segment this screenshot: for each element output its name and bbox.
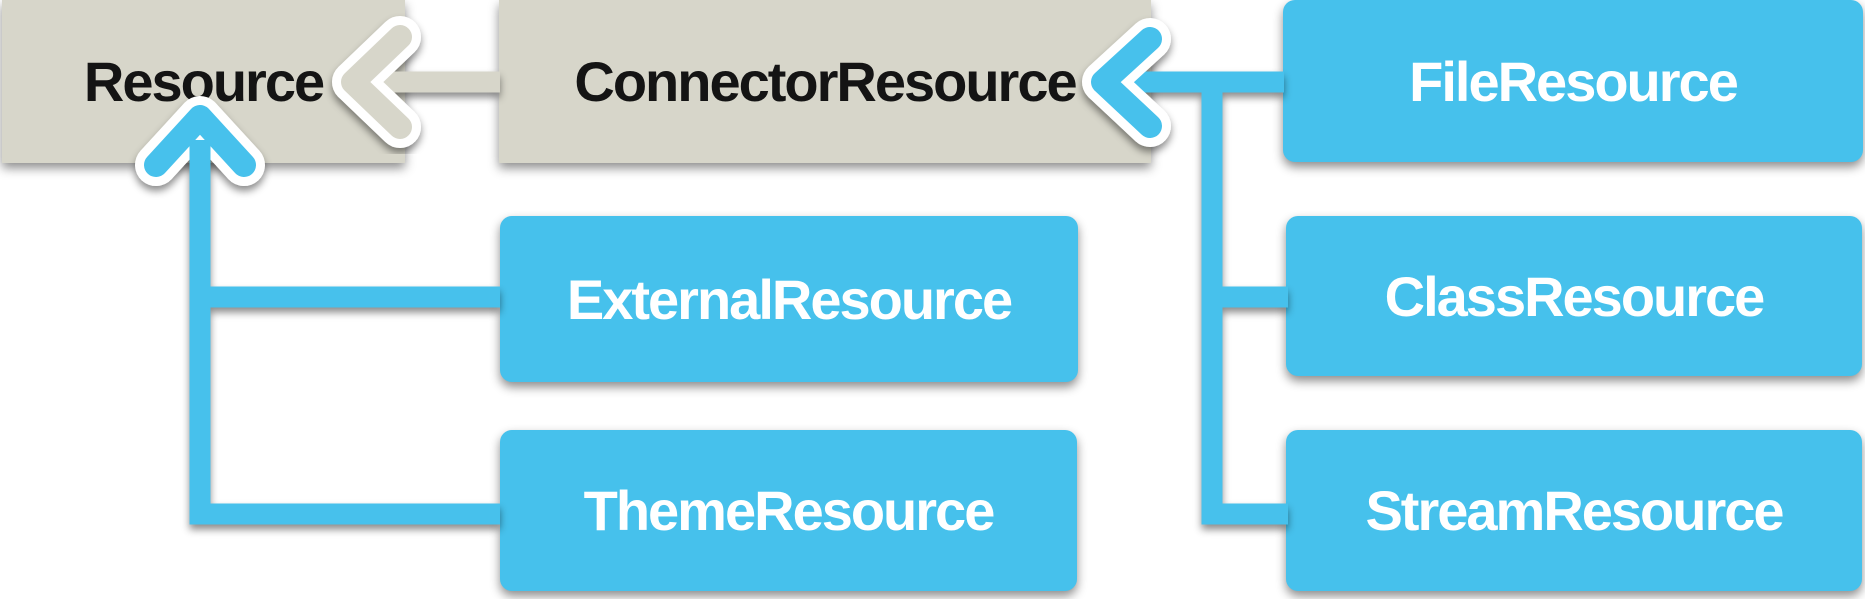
node-connector-resource-label: ConnectorResource [574, 50, 1077, 113]
connector-lines-resource-tree [189, 140, 500, 525]
edge-subclasses-to-resource [135, 96, 500, 525]
node-external-resource: ExternalResource [500, 216, 1078, 382]
node-stream-resource-label: StreamResource [1365, 479, 1784, 542]
node-file-resource-label: FileResource [1409, 49, 1739, 113]
node-class-resource: ClassResource [1286, 216, 1862, 376]
node-file-resource: FileResource [1283, 0, 1863, 162]
node-resource: Resource [2, 0, 405, 163]
node-resource-label: Resource [83, 50, 325, 113]
node-theme-resource: ThemeResource [500, 430, 1077, 591]
node-class-resource-label: ClassResource [1384, 264, 1766, 328]
node-theme-resource-label: ThemeResource [583, 479, 996, 542]
node-stream-resource: StreamResource [1286, 430, 1862, 591]
node-external-resource-label: ExternalResource [566, 267, 1013, 331]
node-connector-resource: ConnectorResource [499, 0, 1151, 163]
